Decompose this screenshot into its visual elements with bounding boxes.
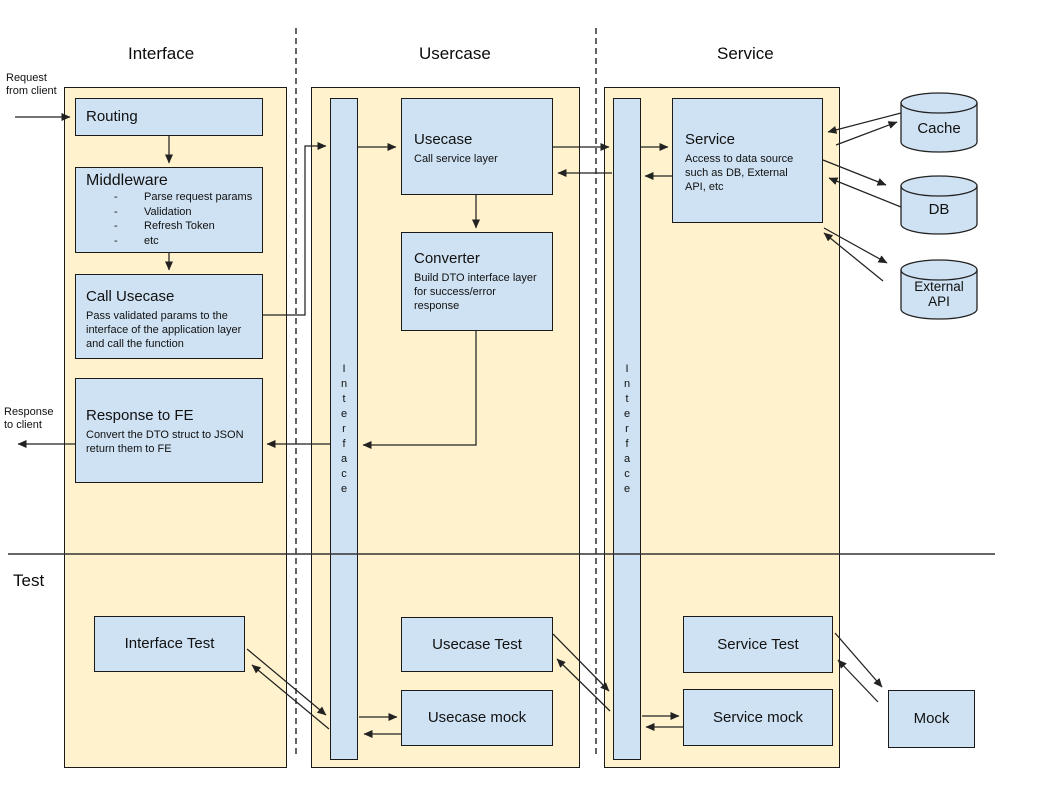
usecase-mock-label: Usecase mock bbox=[427, 709, 527, 726]
external-api-label: External API bbox=[914, 279, 964, 309]
call-usecase-title: Call Usecase bbox=[86, 288, 175, 305]
converter-box: Converter Build DTO interface layer for … bbox=[401, 232, 553, 331]
service-description: Access to data source such as DB, Extern… bbox=[685, 153, 794, 193]
middleware-item: -Parse request params bbox=[114, 191, 253, 203]
service-interface-bar: I n t e r f a c e bbox=[613, 98, 641, 760]
interface-test-label: Interface Test bbox=[124, 635, 215, 652]
test-section-label: Test bbox=[13, 571, 45, 590]
call-usecase-box: Call Usecase Pass validated params to th… bbox=[75, 274, 263, 359]
usercase-interface-bar: I n t e r f a c e bbox=[330, 98, 358, 760]
response-to-fe-title: Response to FE bbox=[86, 407, 194, 424]
mock-box: Mock bbox=[888, 690, 975, 748]
response-to-fe-description: Convert the DTO struct to JSON return th… bbox=[86, 429, 244, 455]
cache-label: Cache bbox=[917, 120, 961, 137]
service-title: Service bbox=[685, 131, 736, 148]
service-mock-label: Service mock bbox=[712, 708, 804, 726]
response-to-fe-box: Response to FE Convert the DTO struct to… bbox=[75, 378, 263, 483]
bullet-dash: - bbox=[114, 191, 118, 203]
call-usecase-description: Pass validated params to the interface o… bbox=[86, 310, 242, 350]
arrow-service-to-cache bbox=[835, 121, 898, 146]
converter-title: Converter bbox=[414, 250, 480, 267]
service-box: Service Access to data source such as DB… bbox=[672, 98, 823, 223]
service-mock-box: Service mock bbox=[683, 689, 833, 746]
routing-box: Routing bbox=[75, 98, 263, 136]
usecase-test-label: Usecase Test bbox=[432, 635, 522, 653]
request-from-client-label: Request from client bbox=[6, 72, 57, 97]
routing-title: Routing bbox=[86, 108, 138, 125]
usecase-test-box: Usecase Test bbox=[401, 617, 553, 672]
usecase-title: Usecase bbox=[414, 131, 473, 148]
service-interface-bar-label: I n t e r f a c e bbox=[623, 362, 631, 495]
usecase-mock-box: Usecase mock bbox=[401, 690, 553, 746]
middleware-item: -etc bbox=[114, 234, 159, 247]
middleware-box: Middleware -Parse request params -Valida… bbox=[75, 167, 263, 253]
middleware-item: -Validation bbox=[114, 205, 192, 218]
mock-label: Mock bbox=[913, 710, 950, 727]
converter-description: Build DTO interface layer for success/er… bbox=[414, 272, 537, 312]
db-label: DB bbox=[928, 201, 950, 218]
middleware-item: -Refresh Token bbox=[114, 220, 215, 232]
service-test-label: Service Test bbox=[717, 635, 799, 653]
middleware-title: Middleware bbox=[86, 172, 168, 189]
bullet-dash: - bbox=[114, 234, 118, 247]
interface-test-box: Interface Test bbox=[94, 616, 245, 672]
response-to-client-label: Response to client bbox=[4, 406, 54, 431]
arrow-mock-to-servicetest bbox=[837, 659, 879, 703]
middleware-item-list: -Parse request params -Validation -Refre… bbox=[86, 190, 256, 248]
usecase-box: Usecase Call service layer bbox=[401, 98, 553, 195]
arrow-servicetest-to-mock bbox=[834, 632, 883, 688]
bullet-dash: - bbox=[114, 220, 118, 232]
bullet-dash: - bbox=[114, 205, 118, 218]
column-header-interface: Interface bbox=[128, 44, 195, 63]
usecase-description: Call service layer bbox=[414, 153, 498, 165]
usercase-interface-bar-label: I n t e r f a c e bbox=[340, 362, 348, 495]
column-header-service: Service bbox=[717, 44, 774, 63]
service-test-box: Service Test bbox=[683, 616, 833, 673]
column-header-usercase: Usercase bbox=[419, 44, 491, 63]
